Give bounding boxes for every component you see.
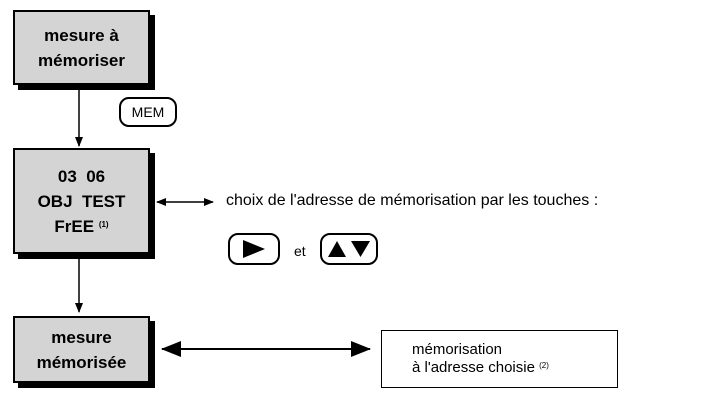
box2-line3-wrap: FrEE (1) bbox=[54, 214, 108, 239]
triangle-right-icon bbox=[243, 240, 265, 258]
box2-line2: OBJ TEST bbox=[37, 191, 126, 211]
box2-line3: FrEE bbox=[54, 216, 95, 236]
box2-line1: 03 06 bbox=[57, 166, 106, 186]
box1-line1: mesure à bbox=[44, 25, 119, 45]
result-line1: mémorisation bbox=[412, 341, 503, 358]
box-mesure-a-memoriser: mesure à mémoriser bbox=[13, 10, 150, 85]
et-connector: et bbox=[294, 243, 306, 259]
mem-key-label: MEM bbox=[131, 104, 165, 120]
box1-line2: mémoriser bbox=[38, 50, 125, 70]
result-box: mémorisation à l'adresse choisie (2) bbox=[381, 330, 618, 388]
footnote-2: (2) bbox=[539, 361, 549, 370]
footnote-1: (1) bbox=[98, 219, 109, 229]
result-line2: à l'adresse choisie bbox=[412, 359, 535, 376]
mem-key[interactable]: MEM bbox=[119, 97, 177, 127]
choice-text: choix de l'adresse de mémorisation par l… bbox=[226, 192, 599, 209]
box3-line1: mesure bbox=[51, 327, 112, 347]
result-line2-wrap: à l'adresse choisie (2) bbox=[412, 359, 617, 377]
right-key[interactable] bbox=[228, 233, 280, 265]
box3-line2: mémorisée bbox=[36, 352, 127, 372]
box-mesure-memorisee: mesure mémorisée bbox=[13, 316, 150, 383]
box-display: 03 06 OBJ TEST FrEE (1) bbox=[13, 148, 150, 254]
triangle-up-down-icon bbox=[328, 241, 370, 257]
updown-key[interactable] bbox=[320, 233, 378, 265]
